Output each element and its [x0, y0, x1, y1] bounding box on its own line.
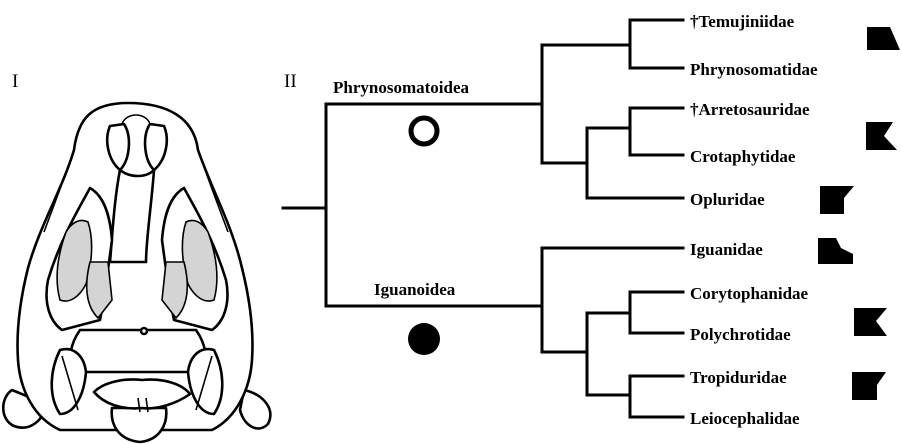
taxon-label: †Temujiniidae	[690, 12, 795, 31]
lizard-skull-illustration	[1, 101, 272, 444]
open-circle-icon	[408, 115, 440, 147]
taxon-label: Phrynosomatidae	[690, 60, 818, 79]
clade-label-phrynosomatoidea: Phrynosomatoidea	[333, 78, 470, 97]
filled-circle-icon	[408, 323, 440, 355]
taxon-label: Leiocephalidae	[690, 409, 800, 428]
panel-label-i: I	[12, 71, 18, 92]
tooth-shape-icon	[867, 27, 900, 50]
tooth-shape-icon	[818, 238, 853, 264]
tooth-shape-icon	[820, 186, 854, 214]
taxon-label: Crotaphytidae	[690, 147, 796, 166]
taxon-label: Tropiduridae	[690, 368, 787, 387]
clade-label-iguanoidea: Iguanoidea	[374, 280, 456, 299]
phylogeny-tree	[281, 18, 685, 419]
tooth-shape-icon	[852, 372, 886, 400]
taxon-label: Iguanidae	[690, 240, 763, 259]
tooth-shape-icon	[866, 122, 897, 150]
taxon-label: †Arretosauridae	[690, 100, 810, 119]
panel-label-ii: II	[284, 71, 297, 92]
tooth-shape-icon	[854, 308, 887, 336]
taxon-label: Opluridae	[690, 190, 765, 209]
taxon-label: Corytophanidae	[690, 284, 809, 303]
taxon-label: Polychrotidae	[690, 325, 791, 344]
